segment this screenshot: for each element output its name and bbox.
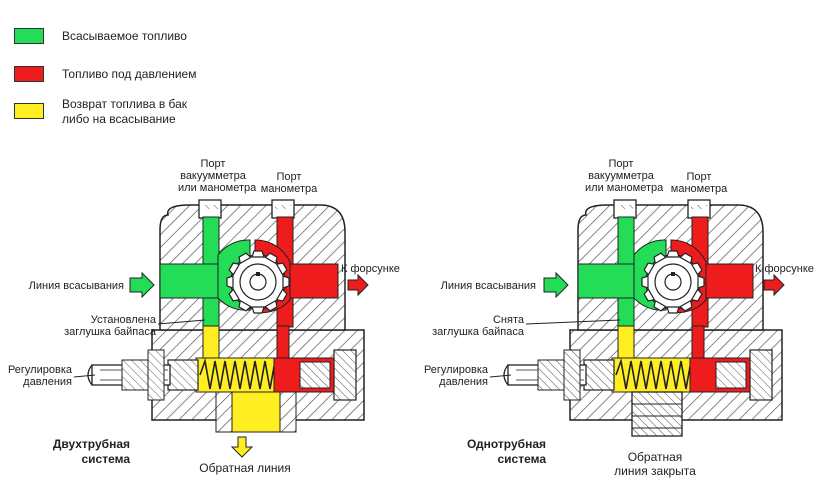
right-port1-line2: вакуумметра: [588, 170, 654, 182]
legend-label-suction: Всасываемое топливо: [62, 29, 187, 43]
left-system-title: Двухтрубная система: [40, 437, 130, 467]
left-system-title-line2: система: [81, 452, 130, 466]
right-port1-line1: Порт: [608, 158, 634, 170]
right-pump: [489, 199, 785, 437]
left-bypass-line1: Установлена: [90, 314, 156, 326]
right-port1-label: Порт вакуумметра или манометра: [585, 158, 664, 194]
right-system-title: Однотрубная система: [450, 437, 546, 467]
right-to-nozzle-label: К форсунке: [755, 263, 814, 275]
left-port1-line3: или манометра: [178, 182, 257, 194]
right-return-caption-line1: Обратная: [627, 450, 683, 464]
right-pressure-reg-line2: давления: [439, 376, 488, 388]
left-pressure-reg-line1: Регулировка: [7, 364, 72, 376]
legend-label-return: Возврат топлива в бак либо на всасывание: [62, 97, 187, 127]
left-pump: [73, 199, 369, 458]
right-bypass-label: Снята заглушка байпаса: [400, 314, 524, 338]
right-system-title-line2: система: [497, 452, 546, 466]
left-to-nozzle-label: К форсунке: [341, 263, 400, 275]
left-port2-label: Порт манометра: [254, 171, 324, 195]
left-pressure-reg-label: Регулировка давления: [0, 364, 72, 388]
legend-swatch-pressure: [14, 66, 44, 82]
left-port2-line2: манометра: [260, 183, 318, 195]
right-port1-line3: или манометра: [585, 182, 664, 194]
right-return-caption-line2: линия закрыта: [614, 464, 696, 478]
left-suction-line-label: Линия всасывания: [28, 280, 124, 292]
legend-swatch-return: [14, 103, 44, 119]
left-pressure-reg-line2: давления: [23, 376, 72, 388]
right-bypass-line1: Снята: [492, 314, 524, 326]
left-port1-line1: Порт: [200, 158, 226, 170]
right-port2-line2: манометра: [670, 183, 728, 195]
right-system-title-line1: Однотрубная: [467, 437, 546, 451]
right-pressure-reg-label: Регулировка давления: [412, 364, 488, 388]
right-port2-line1: Порт: [686, 171, 712, 183]
right-suction-line-label: Линия всасывания: [440, 280, 536, 292]
right-bypass-line2: заглушка байпаса: [432, 326, 524, 338]
left-return-caption: Обратная линия: [199, 461, 291, 475]
left-port1-line2: вакуумметра: [180, 170, 246, 182]
left-port1-label: Порт вакуумметра или манометра: [178, 158, 257, 194]
legend-label-pressure: Топливо под давлением: [62, 67, 197, 81]
left-bypass-label: Установлена заглушка байпаса: [40, 314, 156, 338]
left-system-title-line1: Двухтрубная: [52, 437, 130, 451]
right-port2-label: Порт манометра: [664, 171, 734, 195]
left-port2-line1: Порт: [276, 171, 302, 183]
right-pressure-reg-line1: Регулировка: [423, 364, 488, 376]
right-return-caption: Обратная линия закрыта: [595, 450, 715, 478]
left-bypass-line2: заглушка байпаса: [64, 326, 156, 338]
legend-swatch-suction: [14, 28, 44, 44]
legend-label-return-line1: Возврат топлива в бак: [62, 97, 188, 111]
legend-label-return-line2: либо на всасывание: [62, 112, 176, 126]
